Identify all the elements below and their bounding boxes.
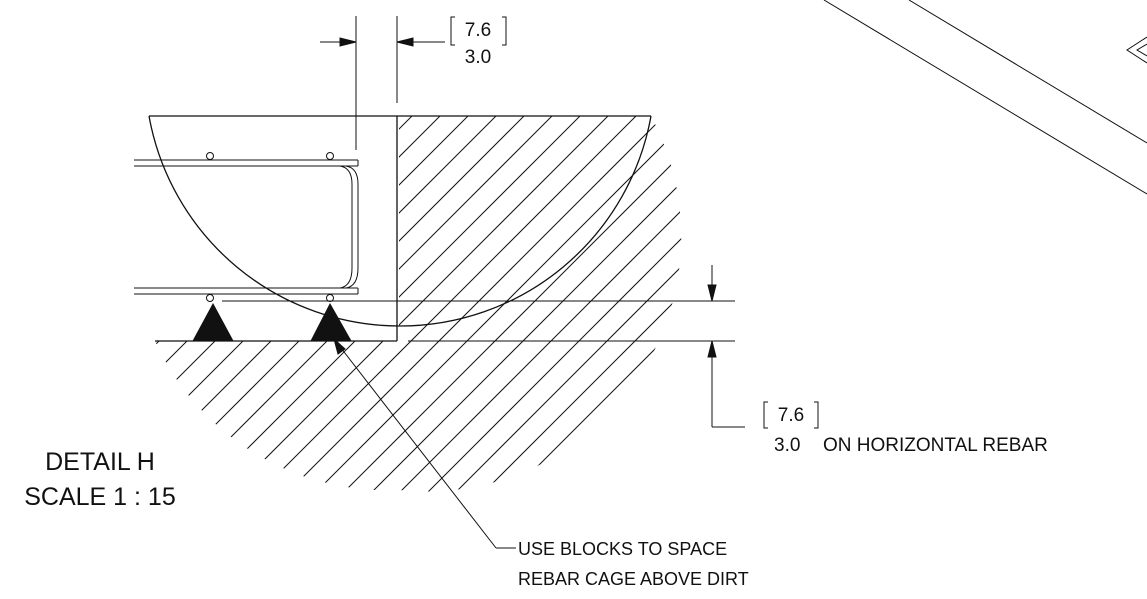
hatch-line [399,116,637,492]
hatch-line [399,116,682,492]
detail-name: DETAIL H [45,448,155,476]
hatch-line [399,116,497,492]
hatch-line [399,116,525,492]
hatch-line [399,116,682,492]
hatch-line [399,116,682,492]
hatch-line [455,116,682,492]
spacer-block [192,302,234,342]
detail-scale: SCALE 1 : 15 [24,483,175,511]
hatch-line [399,116,609,492]
rebar-dot [326,152,334,160]
side-dim-suffix: ON HORIZONTAL REBAR [823,435,1048,456]
spacer-block [310,302,352,342]
hatch-line [259,341,399,491]
leader-note-line1: USE BLOCKS TO SPACE [518,539,727,559]
spacer-blocks [192,302,352,342]
leader-note-line2: REBAR CAGE ABOVE DIRT [518,569,749,589]
leader-note: USE BLOCKS TO SPACE REBAR CAGE ABOVE DIR… [333,337,749,589]
hatch-line [483,116,682,492]
top-dim-metric: 7.6 [465,20,491,41]
hatch-line [399,116,553,492]
side-dim-metric: 7.6 [778,405,804,426]
rebar-dots [206,152,334,302]
rebar-dot [326,294,334,302]
hatch-line [399,116,581,492]
side-dim-imperial: 3.0 [774,435,800,456]
rebar-dot [206,152,214,160]
hatch-line [399,116,682,492]
top-dim-imperial: 3.0 [465,47,491,68]
hatch-line [399,116,665,492]
detail-boundary [148,115,652,327]
side-dimension: 7.6 3.0 ON HORIZONTAL REBAR [222,265,1048,456]
hatch-line [399,116,469,492]
hatch-line [231,341,399,491]
hatch-line [427,116,682,492]
top-dimension: 7.6 3.0 [320,16,507,150]
detail-label: DETAIL H SCALE 1 : 15 [24,448,175,511]
hatch-line [315,341,399,491]
adjacent-view-fragment [823,0,1147,195]
hatch-line [203,341,399,491]
hatch-line [287,341,399,491]
rebar-dot [206,294,214,302]
wall-section [134,116,398,342]
hatch-line [399,116,682,492]
